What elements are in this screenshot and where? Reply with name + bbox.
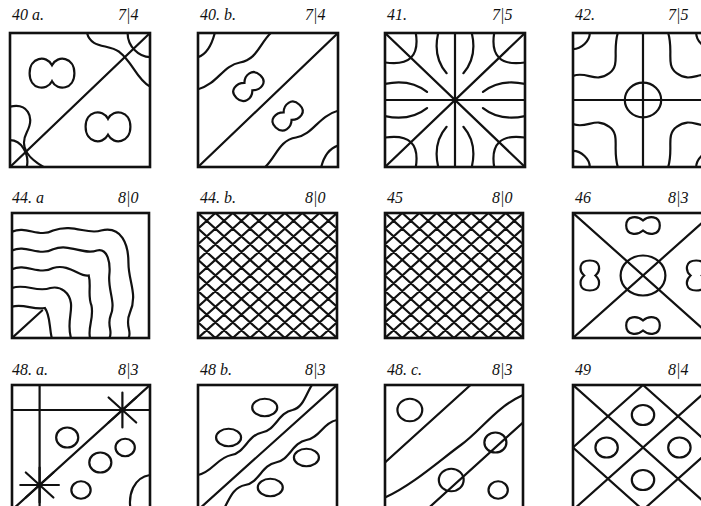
figure-48b [198, 385, 337, 506]
mode-ratio: 8|3 [492, 362, 512, 378]
figure-number: 49 [575, 362, 591, 378]
figure-number: 40. b. [200, 7, 236, 23]
figure-number: 48. a. [12, 362, 48, 378]
figure-49 [573, 385, 701, 506]
figure-42 [573, 33, 701, 167]
mode-ratio: 8|3 [118, 362, 138, 378]
figure-number: 42. [575, 7, 595, 23]
figure-45 [385, 213, 523, 338]
mode-ratio: 8|4 [668, 362, 688, 378]
figure-number: 40 a. [12, 7, 44, 23]
figure-44a [12, 228, 133, 338]
mode-ratio: 8|3 [305, 362, 325, 378]
mode-ratio: 8|0 [492, 190, 512, 206]
figure-44b [198, 213, 337, 338]
figure-48a [12, 385, 150, 506]
figure-number: 48. c. [387, 362, 422, 378]
figure-40b [198, 33, 338, 167]
figure-number: 41. [387, 7, 407, 23]
figure-46 [573, 213, 701, 338]
figure-40a [10, 33, 150, 167]
mode-ratio: 8|0 [118, 190, 138, 206]
figure-41 [385, 33, 525, 167]
mode-ratio: 7|4 [118, 7, 138, 23]
mode-ratio: 7|4 [305, 7, 325, 23]
figure-number: 48 b. [200, 362, 232, 378]
mode-ratio: 7|5 [492, 7, 512, 23]
plate-frames [10, 33, 701, 506]
mode-ratio: 8|0 [305, 190, 325, 206]
figure-number: 45 [387, 190, 403, 206]
mode-ratio: 8|3 [668, 190, 688, 206]
figure-number: 46 [575, 190, 591, 206]
mode-ratio: 7|5 [668, 7, 688, 23]
figure-number: 44. b. [200, 190, 236, 206]
figure-48c [385, 385, 523, 506]
figure-number: 44. a [12, 190, 44, 206]
